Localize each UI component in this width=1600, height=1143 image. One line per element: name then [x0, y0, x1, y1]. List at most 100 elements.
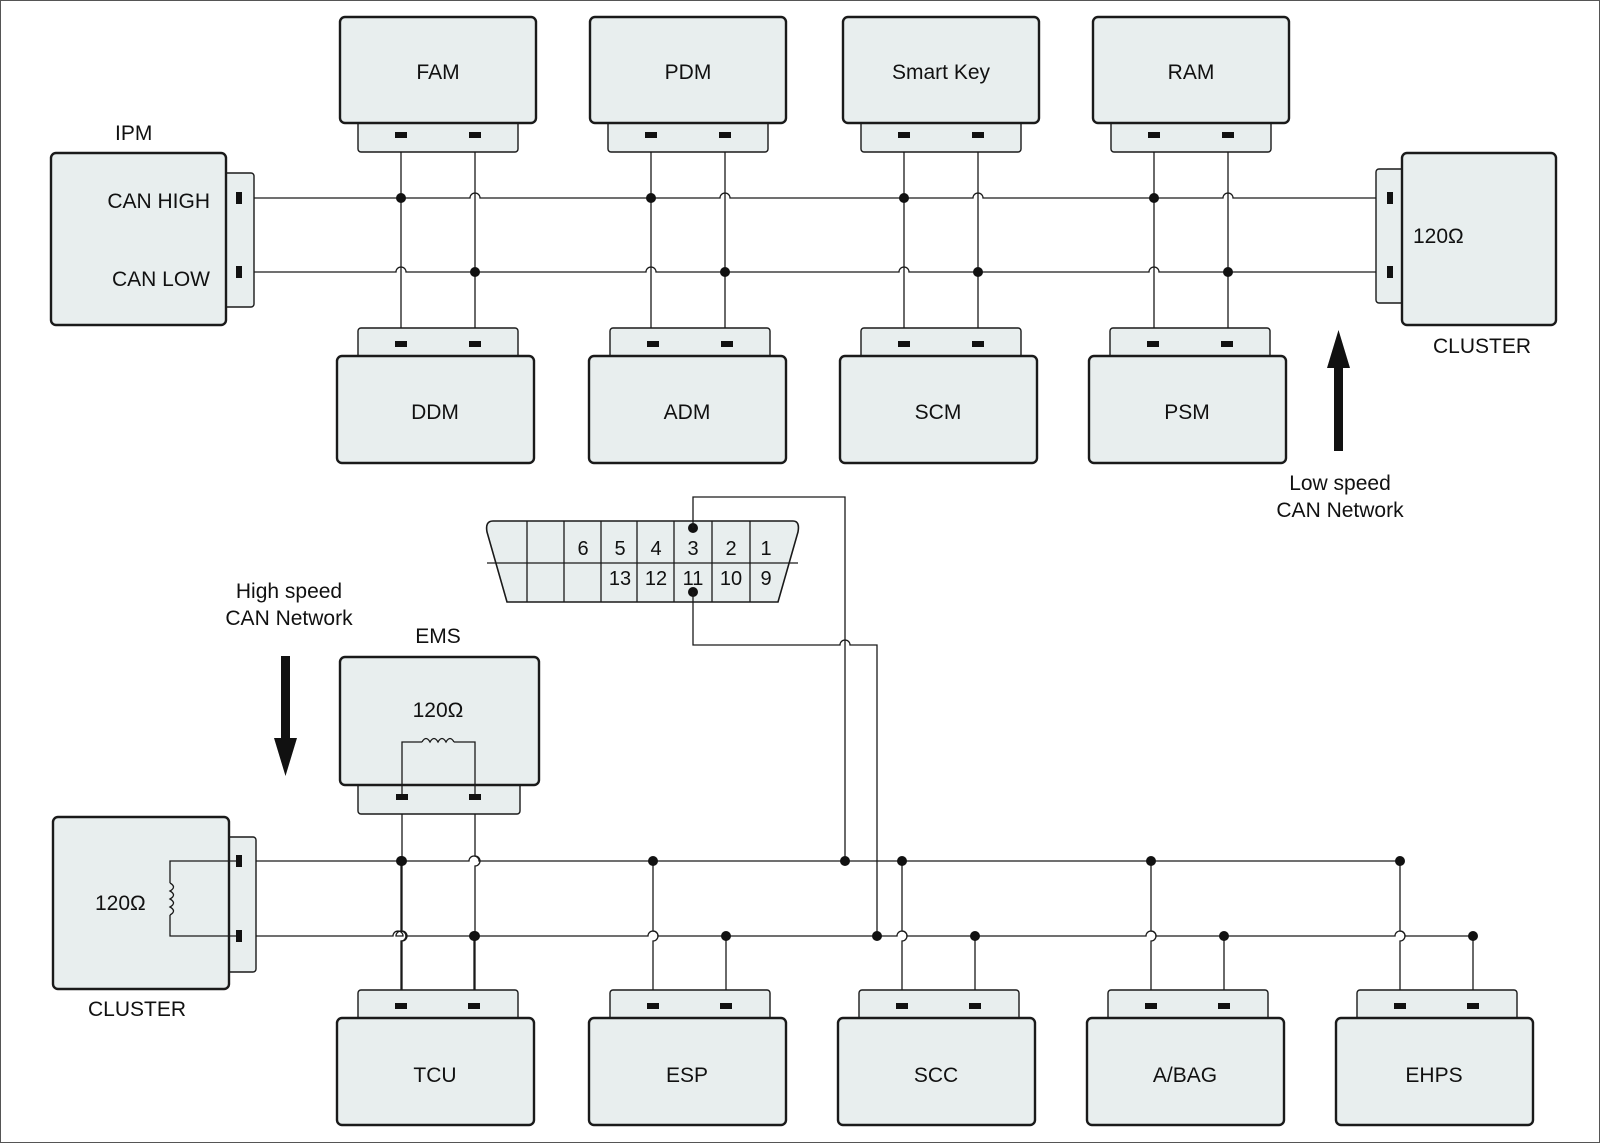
stub-wire	[652, 861, 659, 1006]
pin-label-13: 13	[609, 568, 631, 590]
module-label: CLUSTER	[88, 998, 186, 1021]
module-ddm: DDM	[335, 327, 536, 465]
connector-pin	[969, 1003, 981, 1009]
module-pdm: PDM	[588, 15, 788, 337]
connector-pin	[1148, 132, 1160, 138]
module-psm: PSM	[1087, 327, 1288, 465]
module-box	[841, 15, 1041, 125]
module-tcu: TCU	[335, 856, 536, 1127]
connector-pin	[1222, 132, 1234, 138]
module-label: SCM	[915, 401, 962, 424]
module-box	[1085, 1016, 1286, 1127]
connector-pin	[1218, 1003, 1230, 1009]
pin-label-6: 6	[577, 538, 588, 560]
stub-wire	[1399, 861, 1406, 1006]
junction-dot	[1146, 856, 1156, 866]
connector-pin	[1147, 341, 1159, 347]
connector-pin	[469, 132, 481, 138]
connector-pin	[395, 132, 407, 138]
pin-label-5: 5	[614, 538, 625, 560]
junction-dot	[899, 193, 909, 203]
connector-pin	[236, 192, 242, 204]
module-smart-key: Smart Key	[841, 15, 1041, 337]
module-ram: RAM	[1091, 15, 1291, 337]
junction-dot	[1223, 267, 1233, 277]
connector-pin	[396, 794, 408, 800]
can-low-bus	[245, 266, 1390, 273]
network-label-line2: CAN Network	[1276, 499, 1404, 522]
module-scm: SCM	[838, 327, 1039, 465]
connector-pin	[1387, 192, 1393, 204]
junction-dot	[1468, 931, 1478, 941]
stub-wire	[400, 861, 407, 1006]
module-box	[335, 1016, 536, 1127]
resistor-coil-icon	[168, 882, 175, 916]
resistor-coil-icon	[421, 737, 455, 744]
junction-dot	[1219, 931, 1229, 941]
junction-dot	[648, 856, 658, 866]
module-label: Smart Key	[892, 61, 991, 84]
resistor-wire	[401, 741, 422, 797]
arrow-shaft	[1334, 355, 1343, 451]
connector-pin	[469, 341, 481, 347]
junction-dot	[1395, 856, 1405, 866]
module-label: A/BAG	[1153, 1064, 1217, 1087]
connector-pin	[395, 341, 407, 347]
network-label-line1: Low speed	[1289, 472, 1391, 495]
connector-pin	[719, 132, 731, 138]
connector-pin	[647, 1003, 659, 1009]
pin-label-2: 2	[725, 538, 736, 560]
stub-wire	[1150, 861, 1157, 1006]
module-box	[338, 15, 538, 125]
module-label: PSM	[1164, 401, 1210, 424]
module-label: EMS	[415, 625, 461, 648]
module-box	[588, 15, 788, 125]
module-a-bag: A/BAG	[1085, 856, 1286, 1127]
network-label-line1: High speed	[236, 580, 342, 603]
module-box	[335, 354, 536, 465]
connector-pin	[1467, 1003, 1479, 1009]
module-box	[338, 655, 541, 787]
module-box	[1334, 1016, 1535, 1127]
module-label: FAM	[416, 61, 459, 84]
resistor-label: 120Ω	[413, 699, 464, 722]
connector-pin	[972, 341, 984, 347]
connector-pin	[236, 266, 242, 278]
junction-dot	[840, 856, 850, 866]
connector-pin	[647, 341, 659, 347]
arrow-down-icon	[274, 738, 297, 776]
connector-pin	[720, 1003, 732, 1009]
module-label: IPM	[115, 122, 152, 145]
module-ehps: EHPS	[1334, 856, 1535, 1127]
connector-pin	[468, 1003, 480, 1009]
junction-dot	[646, 193, 656, 203]
connector-pin	[1221, 341, 1233, 347]
module-box	[1091, 15, 1291, 125]
connector-outline	[485, 520, 800, 603]
pin-label-10: 10	[720, 568, 742, 590]
junction-dot	[973, 267, 983, 277]
connector-pin	[395, 1003, 407, 1009]
network-label-line2: CAN Network	[225, 607, 353, 630]
connector-pin	[1394, 1003, 1406, 1009]
module-box	[1087, 354, 1288, 465]
module-label: ESP	[666, 1064, 708, 1087]
module-label: SCC	[914, 1064, 958, 1087]
module-fam: FAM	[338, 15, 538, 337]
resistor-wire	[169, 915, 239, 937]
connector-pin	[1145, 1003, 1157, 1009]
resistor-label: 120Ω	[1413, 225, 1464, 248]
can-low-bus	[245, 930, 1474, 937]
junction-dot	[1149, 193, 1159, 203]
module-box	[838, 354, 1039, 465]
module-label: RAM	[1168, 61, 1215, 84]
junction-dot	[470, 267, 480, 277]
module-label: CLUSTER	[1433, 335, 1531, 358]
can-high-bus	[245, 192, 1390, 199]
connector-pin	[1387, 266, 1393, 278]
pin-label-9: 9	[760, 568, 771, 590]
module-box	[49, 151, 228, 327]
